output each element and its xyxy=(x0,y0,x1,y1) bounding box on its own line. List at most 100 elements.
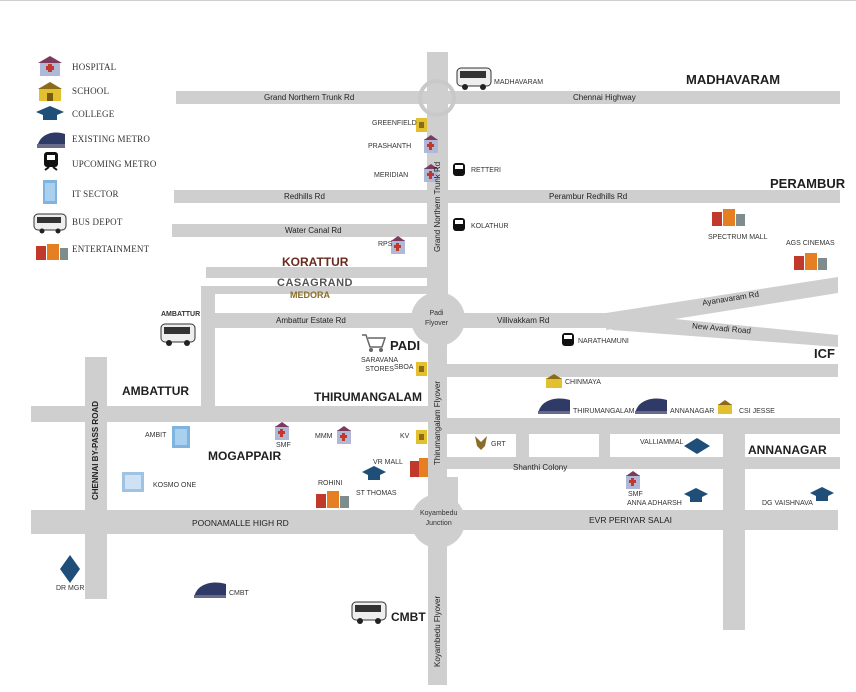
road-padi-link xyxy=(430,330,440,410)
poi-valliammal: VALLIAMMAL xyxy=(640,439,684,446)
poi-csi-jesse: CSI JESSE xyxy=(739,408,775,415)
korattur-label: KORATTUR xyxy=(282,255,349,269)
road-label-evr-periyar: EVR PERIYAR SALAI xyxy=(589,515,672,525)
legend-item-school: SCHOOL xyxy=(72,80,109,102)
legend-item-upcoming-metro: UPCOMING METRO xyxy=(72,153,157,175)
poi-annanagar-metro: ANNANAGAR xyxy=(670,408,715,415)
legend-item-it-sector: IT SECTOR xyxy=(72,183,119,205)
road-korattur-link xyxy=(201,286,428,294)
road-label-chennai-bypass: CHENNAI BY-PASS ROAD xyxy=(91,401,100,500)
road-label-ambattur-estate: Ambattur Estate Rd xyxy=(276,316,346,325)
road-label-thirumangalam-flyover: Thirumangalam Flyover xyxy=(433,380,442,465)
poi-ags-cinemas: AGS CINEMAS xyxy=(786,240,835,247)
road-label-koyambedu-flyover: Koyambedu Flyover xyxy=(433,595,442,667)
poi-vr-mall: VR MALL xyxy=(373,459,403,466)
road-thirumangalam-east xyxy=(447,418,840,434)
dg-vaishnava-college-icon xyxy=(810,487,834,501)
poi-mmm: MMM xyxy=(315,433,333,440)
it-sector-icon xyxy=(43,180,57,204)
road-redhills xyxy=(174,190,840,203)
poi-narathamuni: NARATHAMUNI xyxy=(578,338,629,345)
legend-label-it-sector: IT SECTOR xyxy=(72,189,119,199)
poi-anna-adharsh: ANNA ADHARSH xyxy=(627,500,682,507)
college-icon xyxy=(36,106,64,120)
road-label-water-canal: Water Canal Rd xyxy=(285,226,342,235)
legend-item-bus-depot: BUS DEPOT xyxy=(72,211,123,233)
retteri-metro-icon xyxy=(453,163,465,176)
road-label-chennai-highway: Chennai Highway xyxy=(573,93,636,102)
kolathur-metro-icon xyxy=(453,218,465,231)
poi-spectrum-mall: SPECTRUM MALL xyxy=(708,234,768,241)
poi-retteri: RETTERI xyxy=(471,167,501,174)
cmbt-bus-icon xyxy=(351,601,387,624)
ambit-it-icon xyxy=(172,426,190,448)
road-label-redhills: Redhills Rd xyxy=(284,192,325,201)
ags-cinemas-icon xyxy=(794,253,827,270)
poi-smf-2: SMF xyxy=(628,491,643,498)
hospital-icon xyxy=(38,56,62,76)
road-korattur-spur xyxy=(206,267,428,278)
road-annanagar xyxy=(447,457,840,469)
poi-smf-1: SMF xyxy=(276,442,291,449)
poi-meridian: MERIDIAN xyxy=(374,172,409,179)
area-label-madhavaram: MADHAVARAM xyxy=(686,72,781,87)
area-label-icf: ICF xyxy=(814,346,835,361)
road-poonamalle xyxy=(31,510,431,534)
road-label-perambur-redhills: Perambur Redhills Rd xyxy=(549,192,628,201)
poi-saravana-stores: SARAVANA STORES xyxy=(361,357,399,373)
road-villivakkam xyxy=(447,313,620,328)
poi-chinmaya: CHINMAYA xyxy=(565,379,601,386)
area-label-ambattur: AMBATTUR xyxy=(122,384,190,398)
poi-madhavaram-bus: MADHAVARAM xyxy=(494,79,544,86)
poi-sboa: SBOA xyxy=(394,364,414,371)
saravana-stores-icon xyxy=(362,334,387,352)
legend-item-college: COLLEGE xyxy=(72,103,114,125)
poi-rohini: ROHINI xyxy=(318,480,343,487)
spectrum-mall-icon xyxy=(712,209,745,226)
chinmaya-school-icon xyxy=(546,374,562,388)
road-label-gnt-horizontal: Grand Northern Trunk Rd xyxy=(264,93,355,102)
csi-jesse-school-icon xyxy=(718,400,732,414)
greenfield-school-icon xyxy=(416,118,427,132)
poi-kv: KV xyxy=(400,433,410,440)
rps-hospital-icon xyxy=(391,236,405,254)
road-new-avadi xyxy=(612,313,838,347)
road-label-villivakkam: Villivakkam Rd xyxy=(497,316,550,325)
medora-logo-text: MEDORA xyxy=(290,290,330,300)
legend-item-entertainment: ENTERTAINMENT xyxy=(72,238,149,260)
road-annanagar-vertical xyxy=(723,434,745,630)
poi-ambit: AMBIT xyxy=(145,432,167,439)
existing-metro-icon xyxy=(37,132,65,148)
annanagar-metro-icon xyxy=(635,398,667,414)
poi-dr-mgr: DR MGR xyxy=(56,585,85,592)
road-label-shanthi-colony: Shanthi Colony xyxy=(513,463,568,472)
legend-label-entertainment: ENTERTAINMENT xyxy=(72,244,150,254)
road-chennai-bypass xyxy=(85,357,107,599)
map-icons xyxy=(60,67,834,624)
poi-thirumangalam-metro: THIRUMANGALAM xyxy=(573,408,635,415)
legend-label-college: COLLEGE xyxy=(72,109,115,119)
area-label-annanagar: ANNANAGAR xyxy=(748,443,827,457)
legend-label-school: SCHOOL xyxy=(72,86,110,96)
area-label-mogappair: MOGAPPAIR xyxy=(208,449,282,463)
poi-cmbt-metro: CMBT xyxy=(229,590,249,597)
road-ambattur-estate xyxy=(208,313,430,328)
koyambedu-junction-label: Koyambedu Junction xyxy=(420,510,458,527)
area-label-thirumangalam: THIRUMANGALAM xyxy=(314,390,422,404)
mmm-hospital-icon xyxy=(337,426,351,444)
legend-label-bus-depot: BUS DEPOT xyxy=(72,217,123,227)
top-border-line xyxy=(0,0,856,1)
prashanth-hospital-icon xyxy=(424,135,438,153)
valliammal-college-icon xyxy=(684,438,710,454)
road-annanagar-link-1 xyxy=(516,434,529,458)
poi-grt: GRT xyxy=(491,441,506,448)
road-koyambedu-flyover xyxy=(428,520,447,685)
kv-school-icon xyxy=(416,430,427,444)
smf-hospital-icon-1 xyxy=(275,422,289,440)
koyambedu-junction-circle xyxy=(411,494,465,548)
area-label-padi: PADI xyxy=(390,338,421,353)
casagrand-logo-text: CASAGRAND xyxy=(277,277,353,289)
road-annanagar-link-2 xyxy=(599,434,610,458)
padi-flyover-label: Padi Flyover xyxy=(425,310,448,327)
poi-kosmo-one: KOSMO ONE xyxy=(153,482,197,489)
